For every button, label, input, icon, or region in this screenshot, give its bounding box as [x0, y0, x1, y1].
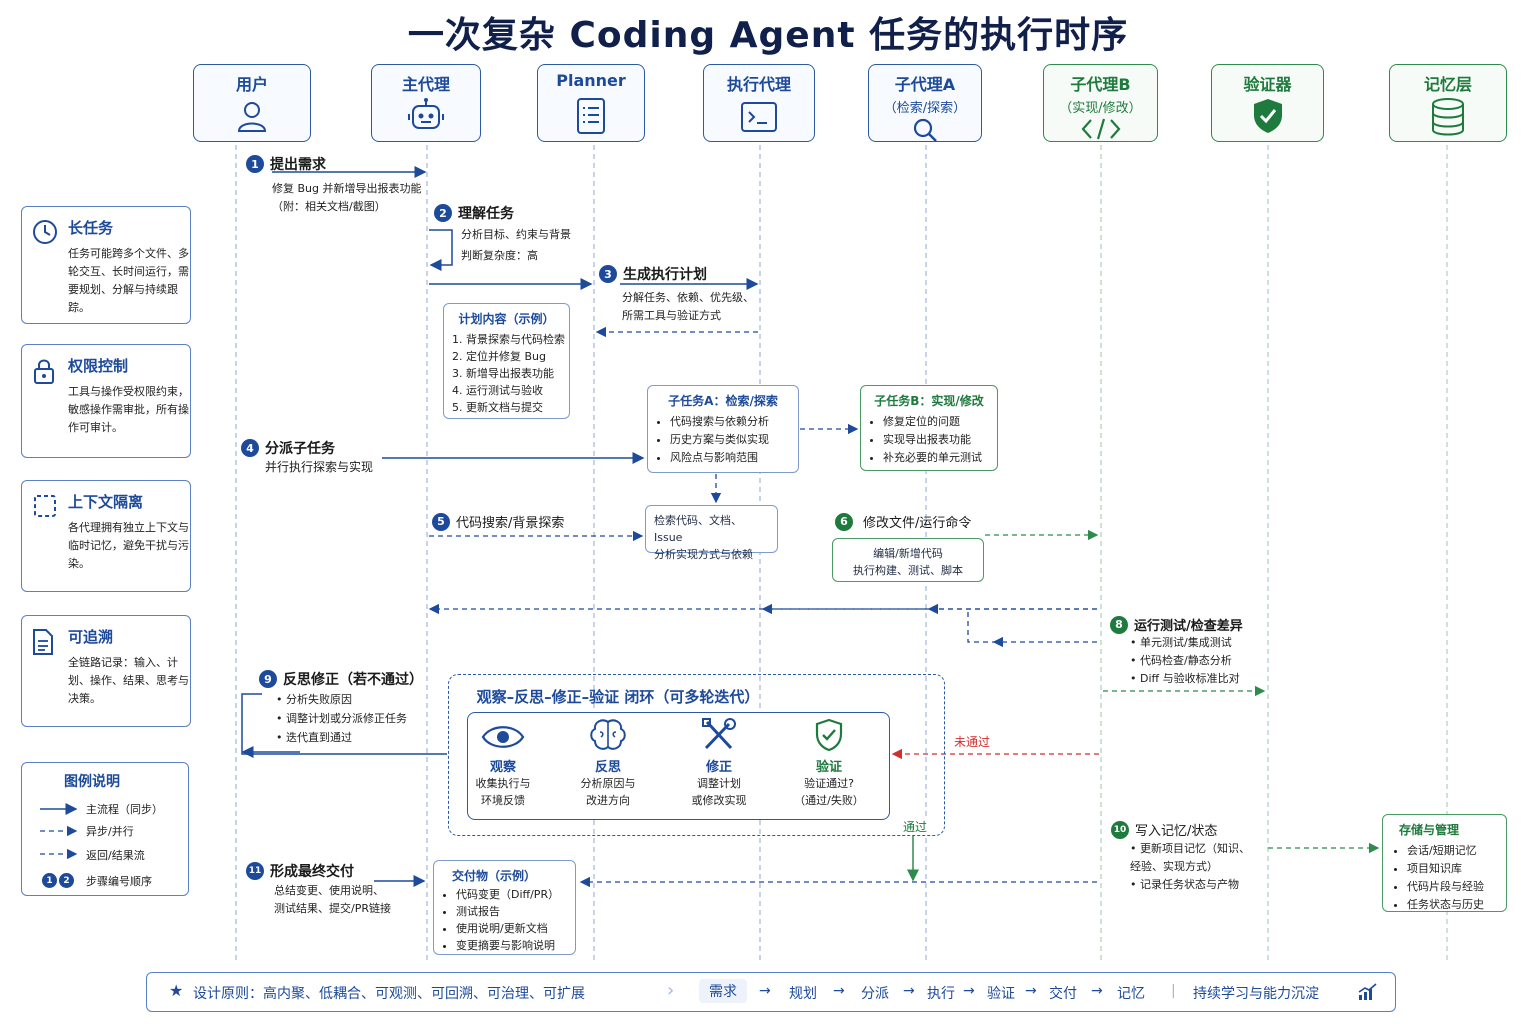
- side-card-context-isolation: 上下文隔离 各代理拥有独立上下文与临时记忆，避免干扰与污染。: [21, 480, 191, 592]
- arrow-right-icon: →: [963, 983, 975, 999]
- storage-management-box: 存储与管理 会话/短期记忆 项目知识库 代码片段与经验 任务状态与历史: [1382, 814, 1507, 912]
- actor-verifier: 验证器: [1211, 64, 1324, 142]
- loop-inner-panel: [467, 712, 890, 820]
- plan-content-box: 计划内容（示例） 背景探索与代码检索 定位并修复 Bug 新增导出报表功能 运行…: [443, 303, 570, 419]
- arrow-right-icon: →: [833, 983, 845, 999]
- edit-command-box: 编辑/新增代码 执行构建、测试、脚本: [832, 538, 984, 582]
- checklist-icon: [577, 98, 605, 134]
- shield-check-icon: [815, 718, 843, 752]
- step-6: 6 修改文件/运行命令: [835, 512, 971, 531]
- step-10: 10 写入记忆/状态: [1111, 820, 1217, 839]
- loop-step-verify: 验证 验证通过? （通过/失败）: [779, 718, 879, 809]
- footer-flow-5: 交付: [1049, 986, 1077, 1002]
- actor-subagent-b: 子代理B （实现/修改）: [1043, 64, 1158, 142]
- footer-principles-bar: ★ 设计原则：高内聚、低耦合、可观测、可回溯、可治理、可扩展 › 需求 → 规划…: [146, 972, 1396, 1012]
- step-4-note: 并行执行探索与实现: [265, 460, 374, 474]
- actor-planner: Planner: [537, 64, 645, 142]
- loop-step-fix: 修正 调整计划 或修改实现: [669, 718, 769, 809]
- subtask-b-box: 子任务B：实现/修改 修复定位的问题 实现导出报表功能 补充必要的单元测试: [860, 385, 998, 471]
- arrow-right-icon: →: [1091, 983, 1103, 999]
- deliverables-box: 交付物（示例） 代码变更（Diff/PR） 测试报告 使用说明/更新文档 变更摘…: [433, 860, 576, 955]
- arrow-test-return: [967, 612, 995, 643]
- terminal-icon: [741, 102, 777, 132]
- growth-chart-icon: [1358, 983, 1377, 1000]
- footer-flow-3: 执行: [927, 986, 955, 1002]
- arrow-right-icon: →: [903, 983, 915, 999]
- legend-badges: 1 2: [42, 873, 74, 888]
- loop-title: 观察–反思–修正–验证 闭环（可多轮迭代）: [476, 688, 760, 706]
- step-3: 3 生成执行计划: [599, 264, 707, 284]
- step-4: 4 分派子任务: [241, 438, 335, 458]
- step-2: 2 理解任务: [434, 203, 514, 223]
- arrow-step9: [241, 693, 447, 755]
- arrow-right-icon: →: [759, 983, 771, 999]
- actor-main-agent: 主代理: [371, 64, 481, 142]
- step-8-note: • 单元测试/集成测试 • 代码检查/静态分析 • Diff 与验收标准比对: [1130, 636, 1240, 685]
- eye-icon: [481, 726, 525, 748]
- step-10-note: • 更新项目记忆（知识、经验、实现方式） • 记录任务状态与产物: [1130, 842, 1250, 891]
- footer-flow-0: 需求: [699, 979, 747, 1003]
- code-icon: [1081, 118, 1120, 140]
- search-result-box: 检索代码、文档、Issue 分析实现方式与依赖: [645, 505, 778, 561]
- footer-divider: |: [1171, 983, 1176, 999]
- pass-label: 通过: [901, 818, 930, 835]
- step-11-note: 总结变更、使用说明、 测试结果、提交/PR链接: [274, 884, 391, 915]
- clock-icon: [33, 220, 57, 244]
- footer-flow-4: 验证: [987, 986, 1015, 1002]
- chevron-right-icon: ›: [667, 980, 675, 1001]
- actor-user: 用户: [193, 64, 311, 142]
- database-icon: [1432, 98, 1464, 136]
- user-icon: [237, 102, 267, 132]
- shield-check-icon: [1253, 99, 1282, 133]
- robot-icon: [408, 98, 444, 129]
- step-11: 11 形成最终交付: [246, 861, 354, 881]
- observe-reflect-loop: [448, 674, 945, 836]
- step-1: 1 提出需求: [246, 154, 326, 174]
- footer-flow-6: 记忆: [1117, 986, 1145, 1002]
- loop-step-reflect: 反思 分析原因与 改进方向: [558, 718, 658, 809]
- actor-subagent-a: 子代理A （检索/探索）: [868, 64, 982, 142]
- arrow-right-icon: →: [1025, 983, 1037, 999]
- side-card-permission: 权限控制 工具与操作受权限约束，敏感操作需审批，所有操作可审计。: [21, 344, 191, 458]
- star-icon: ★: [169, 981, 184, 1000]
- loop-step-observe: 观察 收集执行与 环境反馈: [453, 722, 553, 809]
- actor-memory: 记忆层: [1389, 64, 1507, 142]
- footer-flow-2: 分派: [861, 986, 889, 1002]
- tools-icon: [702, 718, 736, 750]
- magnifier-icon: [913, 118, 937, 142]
- footer-flow-1: 规划: [789, 986, 817, 1002]
- fail-label: 未通过: [954, 735, 991, 749]
- dashed-square-icon: [34, 495, 56, 517]
- side-card-traceable: 可追溯 全链路记录：输入、计划、操作、结果、思考与决策。: [21, 615, 191, 727]
- step-8: 8 运行测试/检查差异: [1110, 615, 1243, 634]
- legend: 图例说明 主流程（同步） 异步/并行 返回/结果流 1 2 步骤编号顺序: [21, 762, 189, 896]
- page-title: 一次复杂 Coding Agent 任务的执行时序: [407, 15, 1129, 56]
- step-3-note: 分解任务、依赖、优先级、 所需工具与验证方式: [622, 291, 754, 322]
- subtask-a-box: 子任务A：检索/探索 代码搜索与依赖分析 历史方案与类似实现 风险点与影响范围: [647, 385, 799, 473]
- lock-icon: [34, 359, 54, 384]
- legend-lines: [40, 803, 78, 860]
- side-card-long-task: 长任务 任务可能跨多个文件、多轮交互、长时间运行，需要规划、分解与持续跟踪。: [21, 206, 191, 324]
- document-icon: [33, 629, 53, 655]
- step-9-note: • 分析失败原因 • 调整计划或分派修正任务 • 迭代直到通过: [276, 693, 407, 744]
- step-2-note: 分析目标、约束与背景 判断复杂度：高: [461, 228, 571, 262]
- step-9: 9 反思修正（若不通过）: [259, 669, 423, 689]
- step-5: 5 代码搜索/背景探索: [432, 512, 564, 531]
- brain-icon: [590, 719, 626, 750]
- arrow-step2-self: [429, 229, 453, 271]
- step-1-note: 修复 Bug 并新增导出报表功能 （附：相关文档/截图）: [272, 182, 422, 213]
- actor-executor: 执行代理: [703, 64, 815, 142]
